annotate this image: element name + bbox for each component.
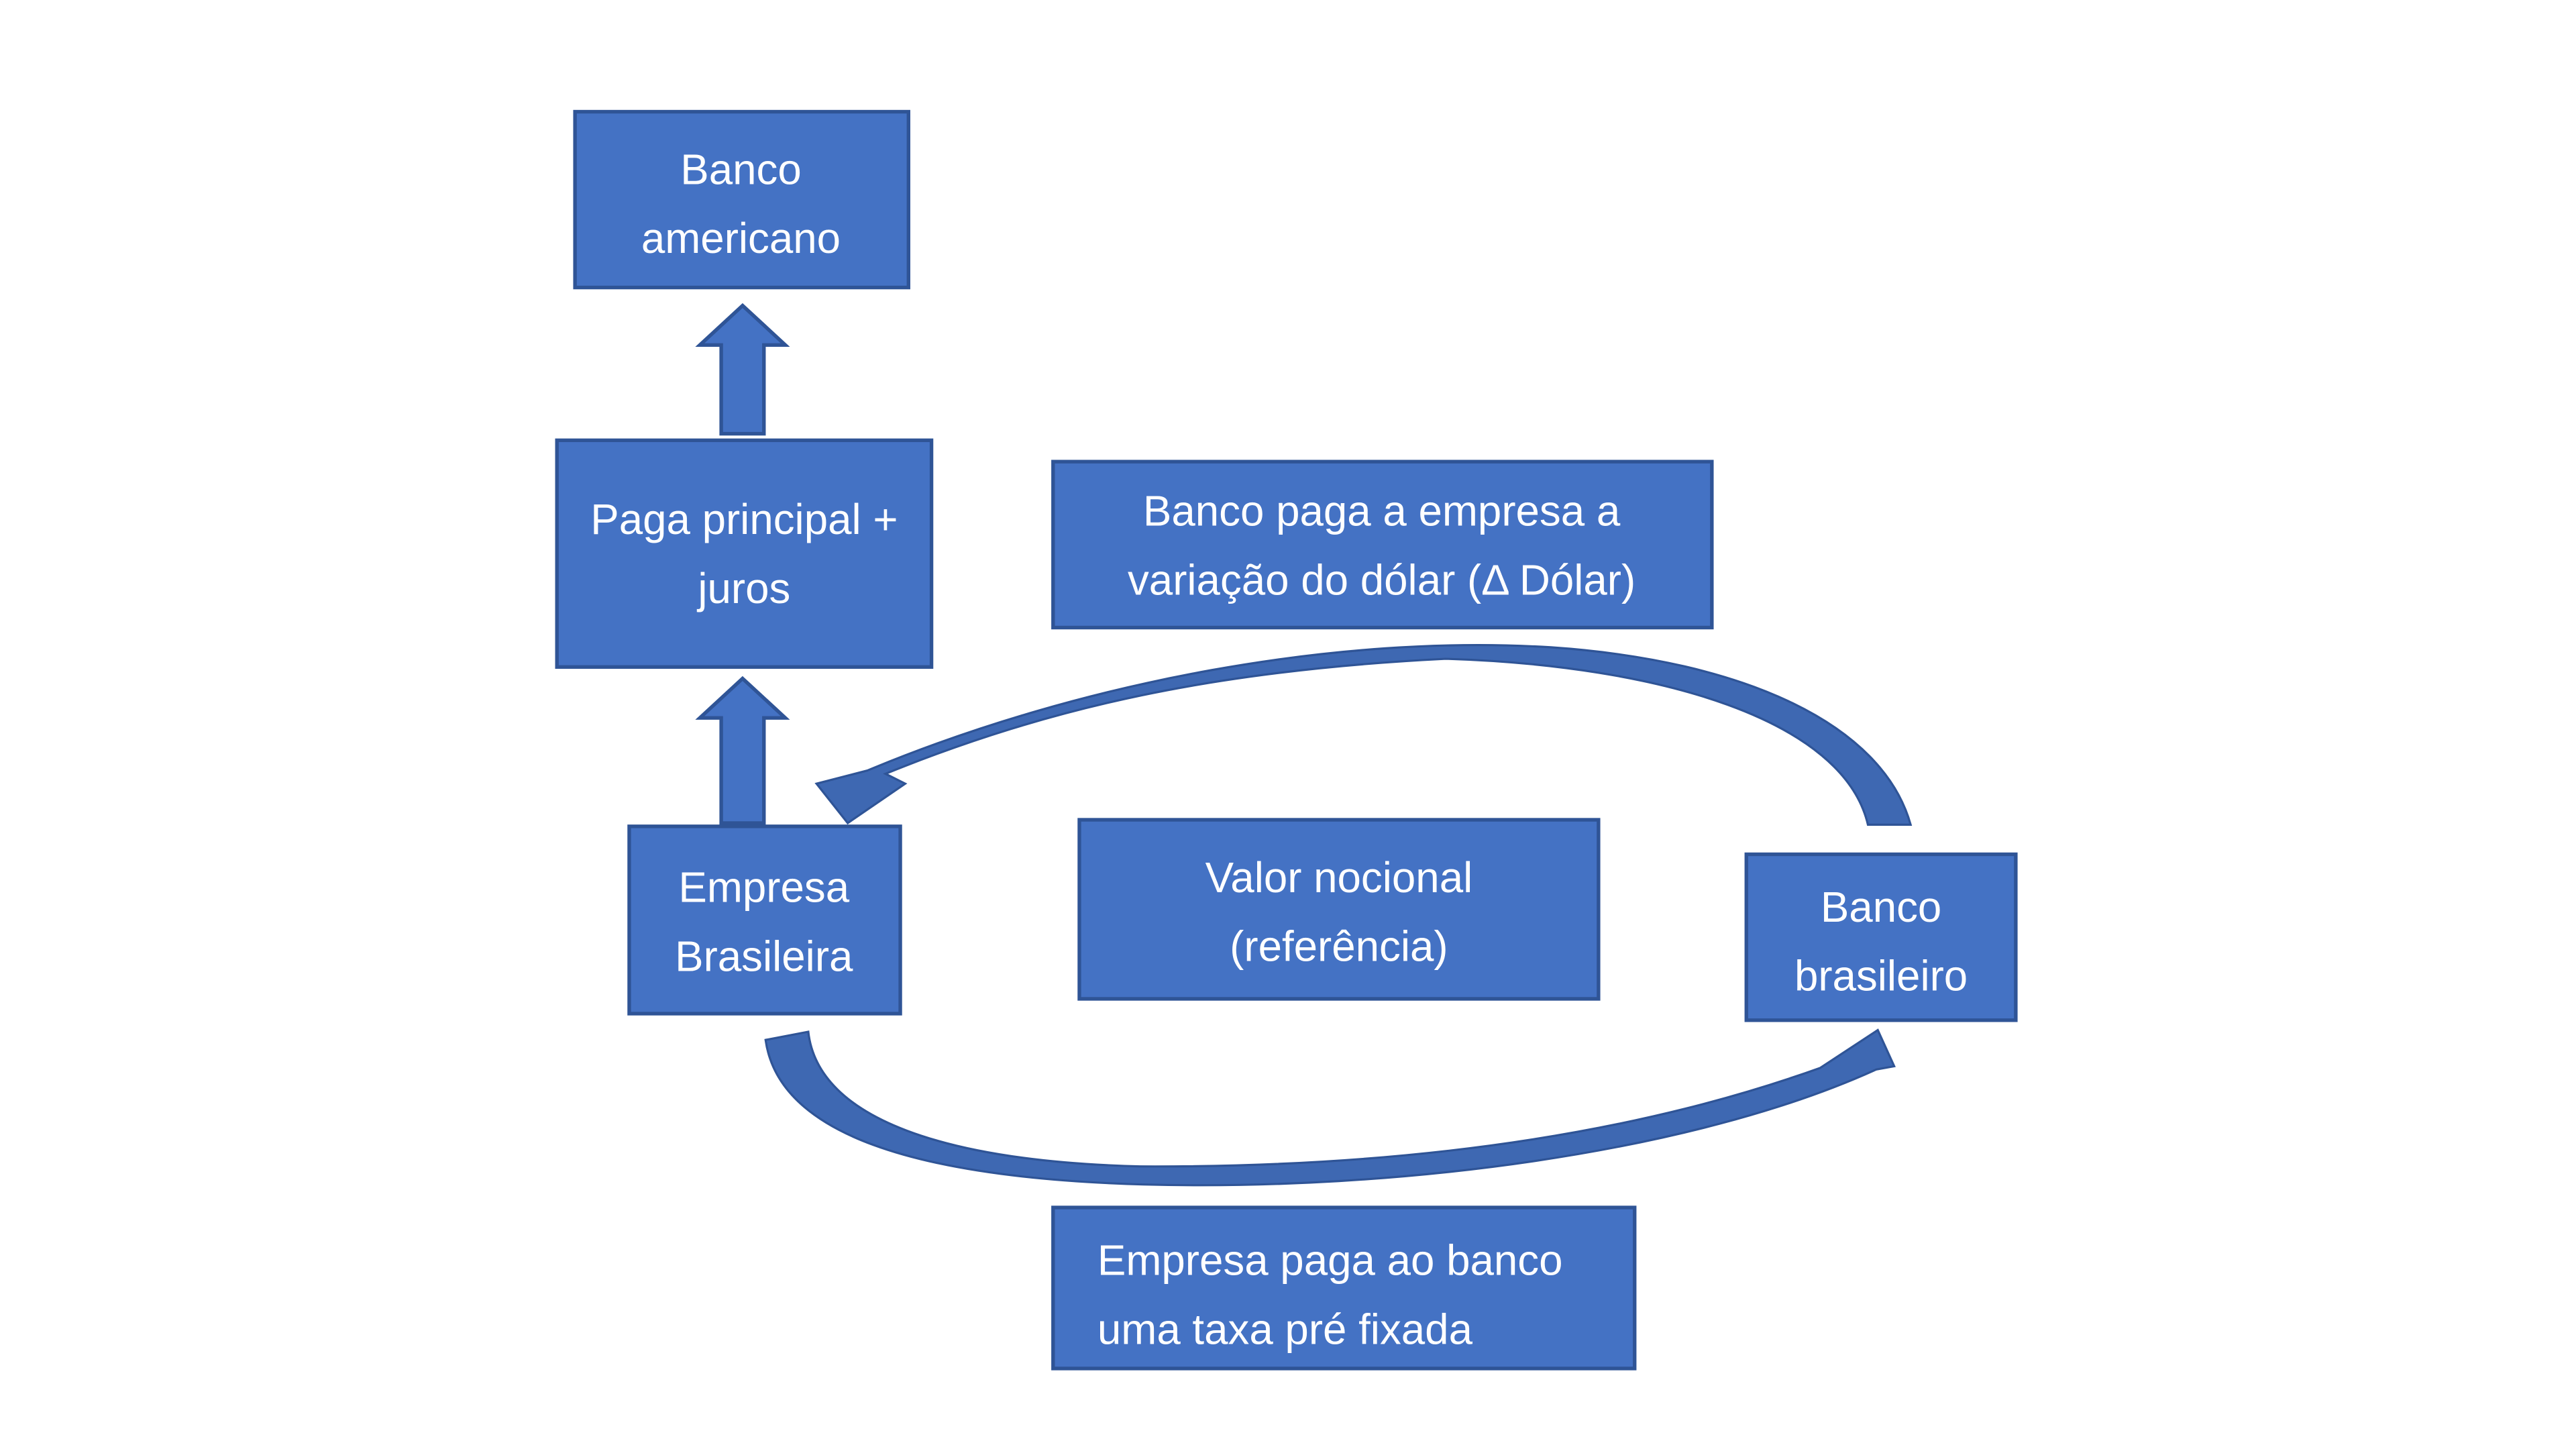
empresa-paga-taxa-box [1051,1205,1637,1371]
paga-principal-juros-label-line2: juros [696,565,790,612]
paga-principal-juros-box [555,438,934,669]
curved-arrow-bottom [764,1028,1896,1187]
node-banco-brasileiro: Banco brasileiro [1744,852,2018,1022]
node-banco-americano: Banco americano [573,109,910,290]
valor-nocional-label-line1: Valor nocional [1205,854,1473,902]
banco-brasileiro-label-line2: brasileiro [1794,953,1968,1000]
up-block-arrow-2 [695,676,790,825]
valor-nocional-box [1077,818,1601,1001]
banco-brasileiro-box [1744,852,2018,1022]
empresa-paga-taxa-label-line2: uma taxa pré fixada [1097,1305,1473,1353]
banco-brasileiro-label-line1: Banco [1821,883,1942,931]
banco-americano-box [573,109,910,290]
banco-americano-label-line2: americano [641,215,841,262]
valor-nocional-label-line2: (referência) [1230,923,1448,971]
curved-arrow-top [814,644,1913,826]
node-empresa-paga-taxa: Empresa paga ao banco uma taxa pré fixad… [1051,1205,1637,1371]
node-paga-principal-juros: Paga principal + juros [555,438,934,669]
node-empresa-brasileira: Empresa Brasileira [627,824,902,1016]
empresa-brasileira-box [627,824,902,1016]
empresa-paga-taxa-label-line1: Empresa paga ao banco [1097,1236,1563,1284]
node-valor-nocional: Valor nocional (referência) [1077,818,1601,1001]
paga-principal-juros-label-line1: Paga principal + [590,496,898,543]
empresa-brasileira-label-line2: Brasileira [675,932,853,980]
banco-paga-variacao-label-line2: variação do dólar (Δ Dólar) [1128,557,1635,604]
up-block-arrow-1 [695,303,790,436]
empresa-brasileira-label-line1: Empresa [678,863,849,911]
banco-americano-label-line1: Banco [680,146,802,193]
banco-paga-variacao-label-line1: Banco paga a empresa a [1143,488,1621,535]
banco-paga-variacao-box [1051,460,1714,630]
node-banco-paga-variacao: Banco paga a empresa a variação do dólar… [1051,460,1714,630]
